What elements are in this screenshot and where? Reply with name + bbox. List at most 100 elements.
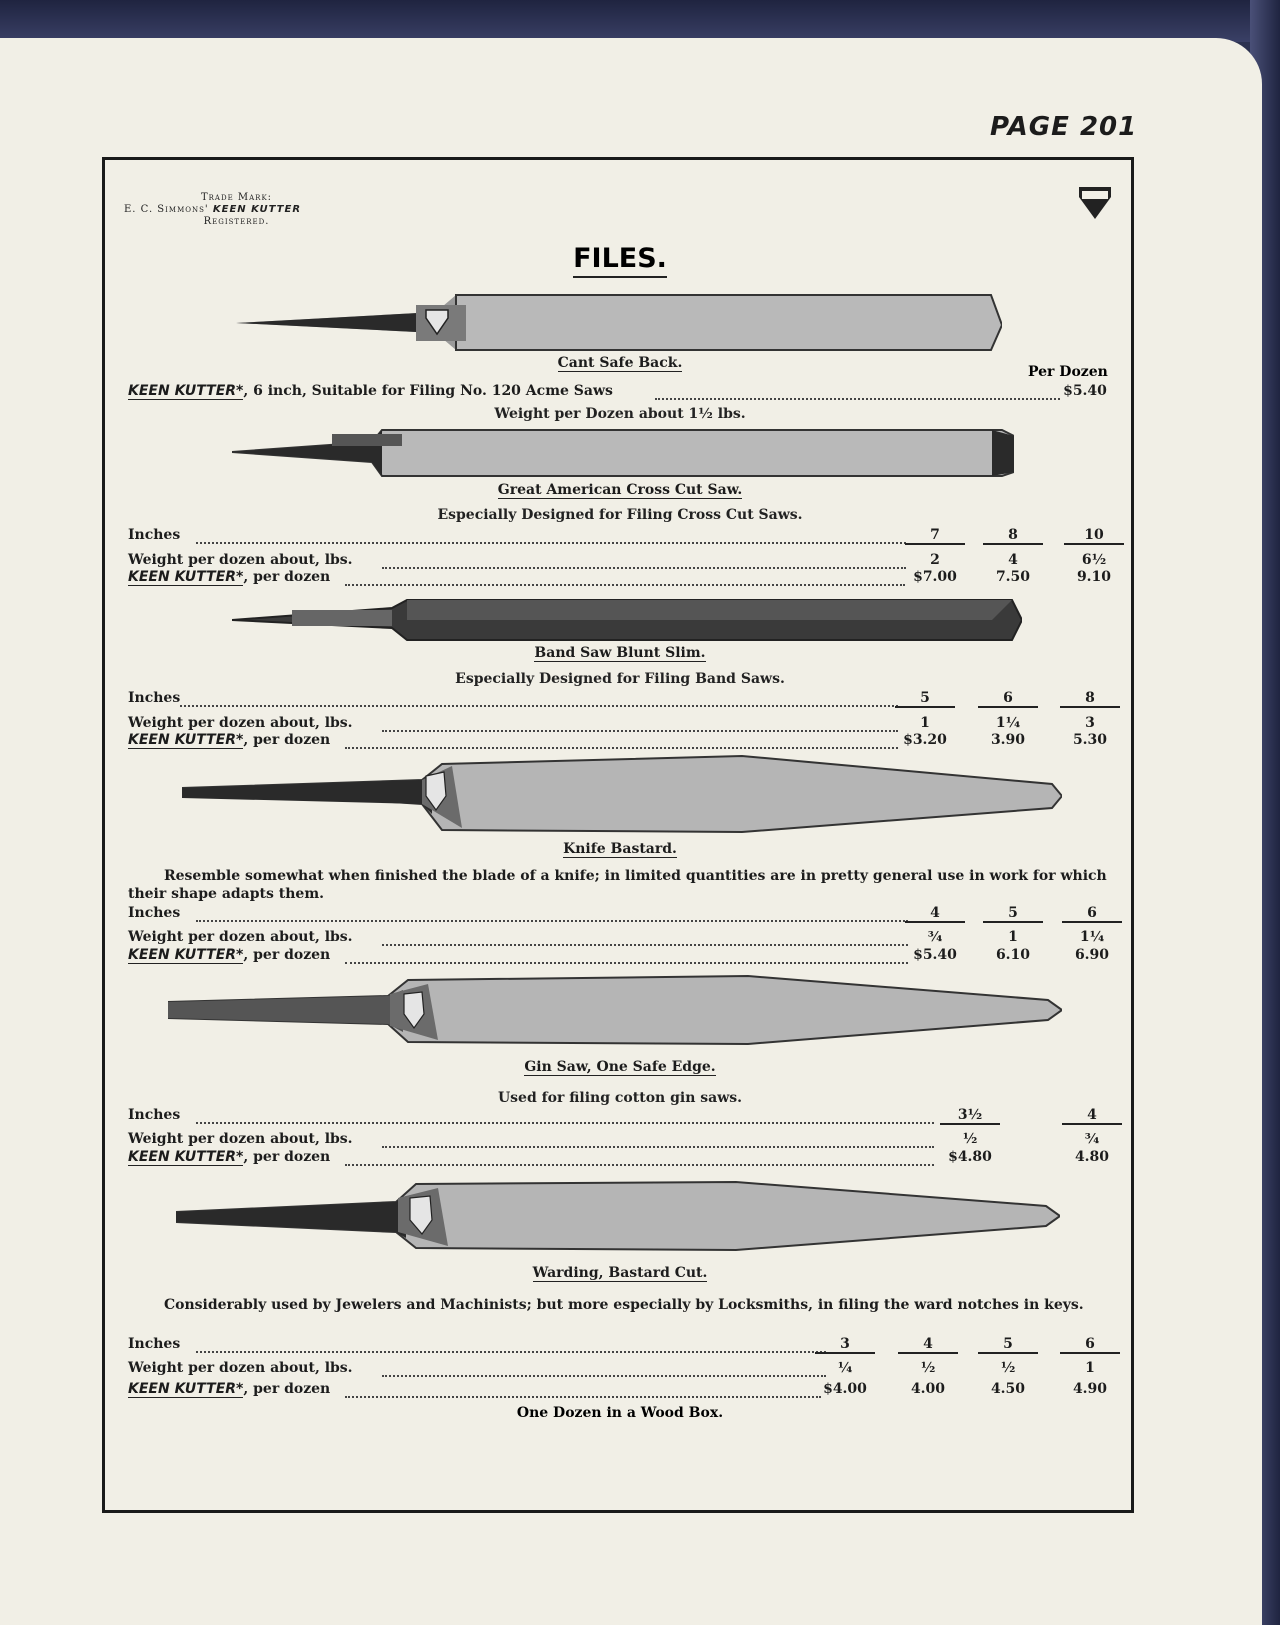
warding-title: Warding, Bastard Cut. (532, 1265, 708, 1282)
cant-safe-back-desc: , 6 inch, Suitable for Filing No. 120 Ac… (243, 383, 613, 399)
gin-saw-inches-label: Inches (128, 1107, 181, 1123)
weight-value: 4 (1008, 552, 1018, 568)
great-american-title: Great American Cross Cut Saw. (497, 482, 743, 499)
leader-dots (345, 1164, 934, 1166)
trademark-line2: E. C. Simmons' KEEN KUTTER (124, 204, 302, 215)
price-value: $4.80 (948, 1149, 992, 1165)
weight-value: 1 (1008, 929, 1018, 945)
inches-value: 5 (895, 690, 955, 708)
leader-dots (345, 1396, 821, 1398)
leader-dots (196, 1351, 826, 1353)
trademark-line3: Registered. (203, 216, 270, 227)
weight-value: ¼ (837, 1360, 853, 1376)
inches-value: 6 (1062, 905, 1122, 923)
brand-name: KEEN KUTTER* (128, 947, 244, 964)
inches-value: 5 (983, 905, 1043, 923)
weight-value: 6½ (1081, 552, 1107, 568)
leader-dots (196, 542, 906, 544)
price-value: 4.00 (910, 1381, 946, 1397)
knife-bastard-description: Resemble somewhat when finished the blad… (128, 868, 1107, 902)
weight-value: 1¼ (995, 715, 1021, 731)
page-number: PAGE 201 (990, 112, 1138, 142)
inches-value: 8 (983, 527, 1043, 545)
brand-name: KEEN KUTTER* (128, 732, 244, 749)
price-value: 3.90 (990, 732, 1026, 748)
price-value: 7.50 (995, 569, 1031, 585)
brand-name: KEEN KUTTER* (128, 383, 244, 400)
great-american-weight-label: Weight per dozen about, lbs. (128, 552, 353, 568)
warding-inches-label: Inches (128, 1336, 181, 1352)
inches-value: 8 (1060, 690, 1120, 708)
inches-value: 4 (898, 1336, 958, 1354)
trademark-block: Trade Mark: E. C. Simmons' KEEN KUTTER R… (124, 192, 301, 228)
inches-value: 6 (978, 690, 1038, 708)
cant-safe-back-file-illustration (236, 294, 1002, 351)
price-value: 4.90 (1072, 1381, 1108, 1397)
knife-bastard-inches-label: Inches (128, 905, 181, 921)
gin-saw-weight-label: Weight per dozen about, lbs. (128, 1131, 353, 1147)
inches-value: 10 (1064, 527, 1124, 545)
brand-name: KEEN KUTTER* (128, 1381, 244, 1398)
warding-price-line: KEEN KUTTER*, per dozen (128, 1381, 330, 1398)
price-value: 9.10 (1076, 569, 1112, 585)
leader-dots (345, 584, 905, 586)
page-title: FILES. (0, 243, 1240, 278)
leader-dots (180, 705, 898, 707)
price-value: $5.40 (913, 947, 957, 963)
keen-kutter-logo-icon (1079, 187, 1111, 219)
price-value: 6.10 (995, 947, 1031, 963)
weight-value: ¾ (927, 929, 943, 945)
gin-saw-file-illustration (168, 974, 1062, 1046)
inches-value: 4 (905, 905, 965, 923)
leader-dots (382, 1375, 826, 1377)
leader-dots (345, 962, 908, 964)
leader-dots (196, 920, 908, 922)
cant-safe-back-title: Cant Safe Back. (557, 355, 683, 372)
leader-dots (655, 398, 1060, 400)
brand-name: KEEN KUTTER* (128, 1149, 244, 1166)
inches-value: 3 (815, 1336, 875, 1354)
weight-value: ½ (1000, 1360, 1016, 1376)
band-saw-inches-label: Inches (128, 690, 181, 706)
per-dozen-heading: Per Dozen (1028, 364, 1108, 380)
inches-value: 5 (978, 1336, 1038, 1354)
great-american-inches-label: Inches (128, 527, 181, 543)
book-binding-top (0, 0, 1280, 42)
leader-dots (345, 747, 898, 749)
weight-value: 2 (930, 552, 940, 568)
leader-dots (382, 944, 908, 946)
price-label: , per dozen (243, 1149, 331, 1165)
band-saw-price-line: KEEN KUTTER*, per dozen (128, 732, 330, 749)
inches-value: 4 (1062, 1107, 1122, 1125)
knife-bastard-title: Knife Bastard. (563, 841, 677, 858)
great-american-price-line: KEEN KUTTER*, per dozen (128, 569, 331, 586)
leader-dots (196, 1122, 934, 1124)
band-saw-weight-label: Weight per dozen about, lbs. (128, 715, 353, 731)
page-frame (102, 157, 1134, 1513)
great-american-file-illustration (232, 429, 1014, 477)
band-saw-subtitle: Especially Designed for Filing Band Saws… (455, 671, 785, 687)
cant-safe-back-price: $5.40 (1063, 383, 1107, 399)
knife-bastard-price-line: KEEN KUTTER*, per dozen (128, 947, 330, 964)
trademark-line1: Trade Mark: (200, 192, 273, 203)
weight-value: ½ (962, 1131, 978, 1147)
warding-file-illustration (176, 1180, 1060, 1252)
inches-value: 3½ (940, 1107, 1000, 1125)
leader-dots (382, 567, 906, 569)
knife-bastard-weight-label: Weight per dozen about, lbs. (128, 929, 353, 945)
price-value: $4.00 (823, 1381, 867, 1397)
band-saw-title: Band Saw Blunt Slim. (534, 645, 706, 662)
leader-dots (382, 1146, 934, 1148)
band-saw-file-illustration (232, 599, 1022, 641)
warding-weight-label: Weight per dozen about, lbs. (128, 1360, 353, 1376)
price-value: 4.50 (990, 1381, 1026, 1397)
weight-value: 1¼ (1079, 929, 1105, 945)
brand-name: KEEN KUTTER* (128, 569, 244, 586)
gin-saw-title: Gin Saw, One Safe Edge. (524, 1059, 716, 1076)
price-value: 4.80 (1074, 1149, 1110, 1165)
price-value: $7.00 (913, 569, 957, 585)
price-label: , per dozen (243, 569, 331, 585)
weight-value: 1 (1085, 1360, 1095, 1376)
weight-value: ½ (920, 1360, 936, 1376)
price-value: 6.90 (1074, 947, 1110, 963)
